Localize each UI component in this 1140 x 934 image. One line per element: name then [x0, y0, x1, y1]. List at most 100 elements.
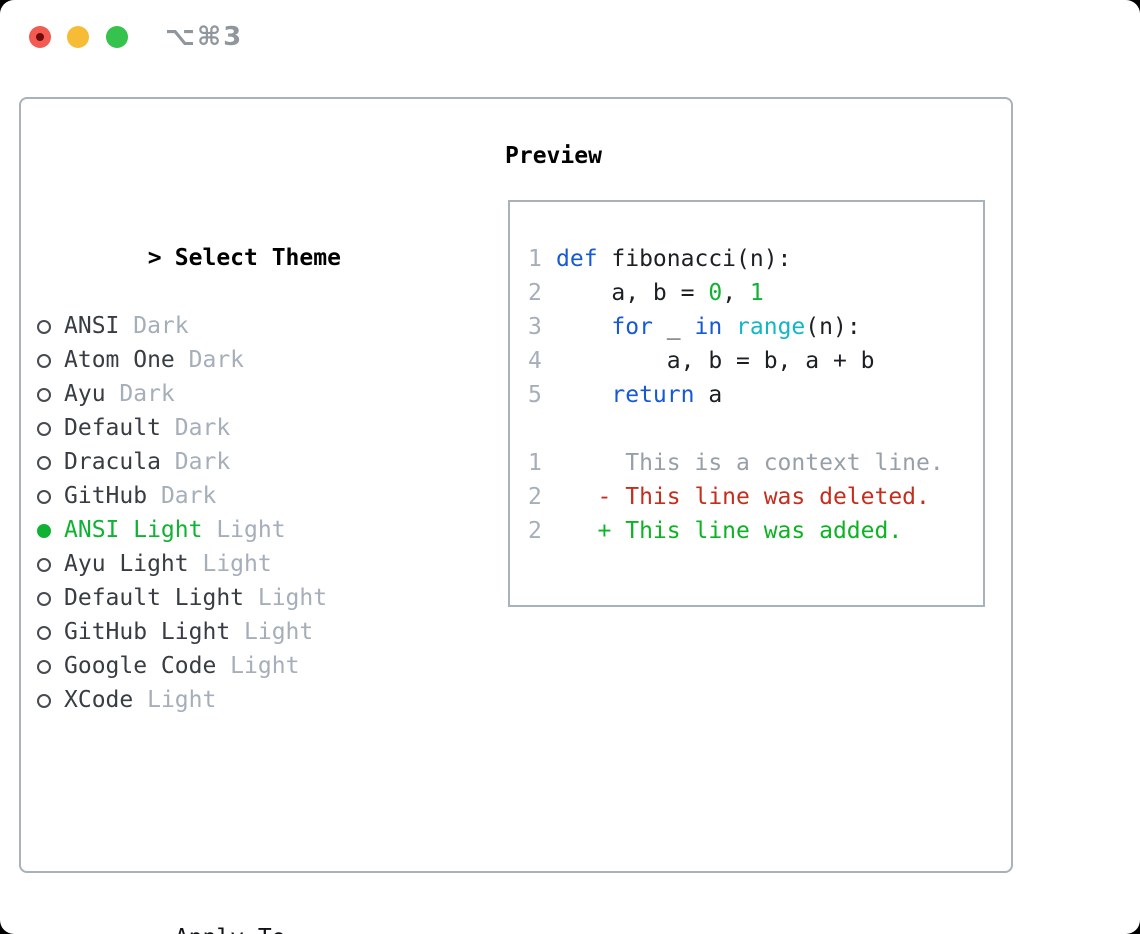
theme-variant-tag: Dark [119, 313, 189, 339]
line-number: 1 [528, 246, 542, 272]
code-token-num: 0 [708, 280, 723, 306]
theme-variant-tag: Dark [160, 449, 231, 475]
theme-option-xcode[interactable]: XCode Light [37, 683, 425, 717]
theme-name: Google Code [64, 653, 217, 679]
blank-line [528, 412, 967, 446]
theme-variant-tag: Light [244, 585, 328, 611]
theme-name: XCode [64, 687, 134, 713]
theme-option-ayu[interactable]: Ayu Dark [37, 377, 425, 411]
radio-marker [37, 581, 64, 615]
line-number: 1 [528, 450, 542, 476]
theme-name: GitHub Light [64, 619, 231, 645]
theme-option-github[interactable]: GitHub Dark [37, 479, 425, 513]
theme-option-github-light[interactable]: GitHub Light Light [37, 615, 425, 649]
radio-icon [37, 320, 51, 334]
theme-name: Ayu Light [64, 551, 189, 577]
radio-marker [37, 615, 64, 649]
keyboard-shortcut-hint: ⌥⌘3 [165, 22, 244, 52]
theme-name: Atom One [64, 347, 175, 373]
select-theme-header: >Select Theme [37, 207, 425, 271]
code-token-kw: for [611, 314, 653, 340]
code-token-kw: def [556, 246, 598, 272]
code-token-plain [556, 382, 611, 408]
theme-name: ANSI Light [64, 517, 203, 543]
diff-text: + This line was added. [556, 518, 903, 544]
code-token-num: 1 [749, 280, 764, 306]
theme-option-default[interactable]: Default Dark [37, 411, 425, 445]
radio-icon [37, 592, 51, 606]
line-number: 5 [528, 382, 542, 408]
theme-option-ayu-light[interactable]: Ayu Light Light [37, 547, 425, 581]
theme-name: Ayu [64, 381, 106, 407]
theme-name: Dracula [64, 449, 161, 475]
line-number: 3 [528, 314, 542, 340]
radio-marker [37, 683, 64, 717]
zoom-button[interactable] [106, 26, 128, 48]
minimize-button[interactable] [67, 26, 89, 48]
radio-marker [37, 377, 64, 411]
close-button[interactable] [29, 26, 51, 48]
radio-icon [37, 422, 51, 436]
radio-marker [37, 547, 64, 581]
code-line: 2 a, b = 0, 1 [528, 276, 967, 310]
diff-line-added: 2 + This line was added. [528, 514, 967, 548]
line-number: 2 [528, 484, 542, 510]
theme-variant-tag: Dark [160, 415, 231, 441]
code-token-plain [556, 314, 611, 340]
code-token-plain: fibonacci(n): [597, 246, 792, 272]
theme-variant-tag: Light [216, 653, 300, 679]
theme-variant-tag: Dark [105, 381, 175, 407]
theme-option-ansi-light[interactable]: ANSI Light Light [37, 513, 425, 547]
titlebar: ⌥⌘3 [0, 0, 1140, 75]
theme-variant-tag: Dark [174, 347, 245, 373]
code-token-kw: in [694, 314, 723, 340]
radio-marker [37, 479, 64, 513]
radio-marker [37, 343, 64, 377]
code-token-kw: return [611, 382, 695, 408]
code-token-plain: , [722, 280, 750, 306]
theme-variant-tag: Light [230, 619, 314, 645]
line-number: 2 [528, 280, 542, 306]
theme-name: ANSI [64, 313, 120, 339]
cursor-icon: > [147, 245, 162, 271]
unsaved-changes-dot-icon [36, 33, 44, 41]
code-token-plain: _ [652, 314, 695, 340]
theme-option-google-code[interactable]: Google Code Light [37, 649, 425, 683]
radio-marker [37, 513, 64, 547]
theme-option-ansi[interactable]: ANSI Dark [37, 309, 425, 343]
theme-variant-tag: Light [202, 517, 286, 543]
theme-option-atom-one[interactable]: Atom One Dark [37, 343, 425, 377]
preview-title: Preview [505, 143, 602, 169]
radio-icon [37, 660, 51, 674]
code-token-fn: range [736, 314, 806, 340]
radio-icon [37, 388, 51, 402]
theme-option-dracula[interactable]: Dracula Dark [37, 445, 425, 479]
radio-marker [37, 649, 64, 683]
apply-to-header: Apply To [37, 887, 425, 934]
theme-variant-tag: Dark [147, 483, 217, 509]
diff-text: - This line was deleted. [556, 484, 930, 510]
radio-icon [37, 490, 51, 504]
theme-name: Default [64, 415, 161, 441]
diff-line-deleted: 2 - This line was deleted. [528, 480, 967, 514]
code-line: 5 return a [528, 378, 967, 412]
radio-icon [37, 626, 51, 640]
code-line: 3 for _ in range(n): [528, 310, 967, 344]
radio-marker [37, 445, 64, 479]
radio-icon [37, 354, 51, 368]
radio-icon [37, 456, 51, 470]
code-line: 4 a, b = b, a + b [528, 344, 967, 378]
section-title-apply-to: Apply To [175, 925, 286, 934]
line-number: 2 [528, 518, 542, 544]
radio-marker [37, 411, 64, 445]
diff-line-context: 1 This is a context line. [528, 446, 967, 480]
theme-option-default-light[interactable]: Default Light Light [37, 581, 425, 615]
code-token-plain: a [694, 382, 723, 408]
line-number: 4 [528, 348, 542, 374]
code-token-plain: (n): [805, 314, 861, 340]
